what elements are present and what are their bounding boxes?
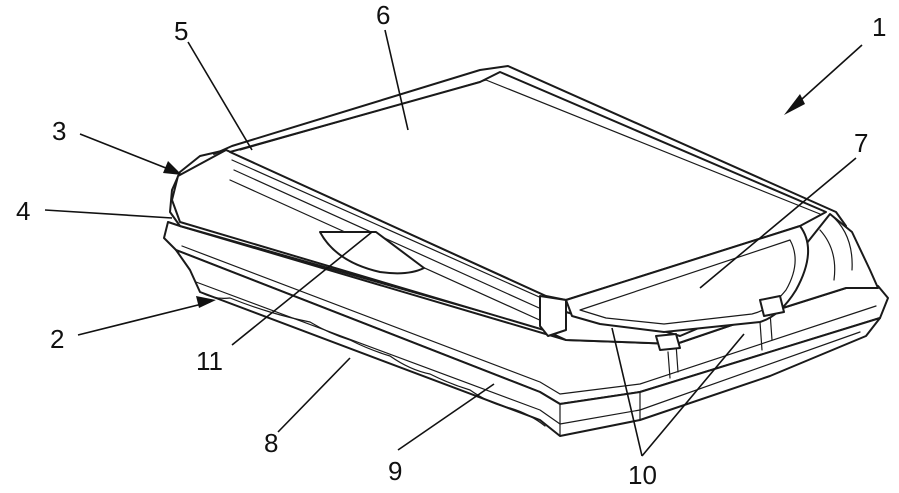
front-flap [565, 225, 810, 333]
label-5: 5 [174, 16, 188, 46]
leader-1 [791, 44, 863, 109]
arrowhead-2 [196, 296, 216, 308]
lid-rim-rail-1 [231, 159, 547, 301]
lid-right-shoulder [819, 213, 853, 281]
finger-cutout [319, 231, 425, 275]
label-6: 6 [376, 0, 390, 30]
reference-numerals: 1 2 3 4 5 6 7 8 9 10 11 [16, 0, 886, 490]
leader-9 [397, 383, 495, 451]
leader-10b [641, 333, 745, 457]
label-4: 4 [16, 196, 30, 226]
food-container-drawing [163, 65, 889, 437]
label-10: 10 [628, 460, 657, 490]
leader-4 [44, 209, 173, 219]
lid-rim-rail-2 [233, 169, 549, 313]
base-inner-rim-line [181, 245, 877, 395]
base-bottom-ribs [199, 291, 546, 427]
leader-7 [699, 157, 857, 289]
leader-lines [44, 29, 863, 457]
leader-2 [77, 301, 211, 336]
label-2: 2 [50, 324, 64, 354]
leader-5 [187, 41, 253, 151]
label-1: 1 [872, 12, 886, 42]
lid-rim-outer [213, 65, 847, 227]
leader-10a [611, 327, 643, 457]
leader-6 [384, 29, 409, 131]
arrowhead-1 [784, 94, 805, 115]
leader-3 [79, 133, 177, 173]
leader-8 [277, 357, 351, 433]
arrowhead-3 [163, 161, 182, 175]
label-9: 9 [388, 456, 402, 486]
label-8: 8 [264, 428, 278, 458]
base-front-steps [559, 311, 773, 437]
leader-11 [231, 231, 373, 346]
lid-rim-inner [239, 79, 821, 215]
flap-tabs [655, 295, 785, 351]
lid-corner-post [539, 295, 567, 337]
label-7: 7 [854, 128, 868, 158]
front-flap-inner-edge [579, 239, 796, 325]
label-3: 3 [52, 116, 66, 146]
label-11: 11 [196, 346, 223, 376]
